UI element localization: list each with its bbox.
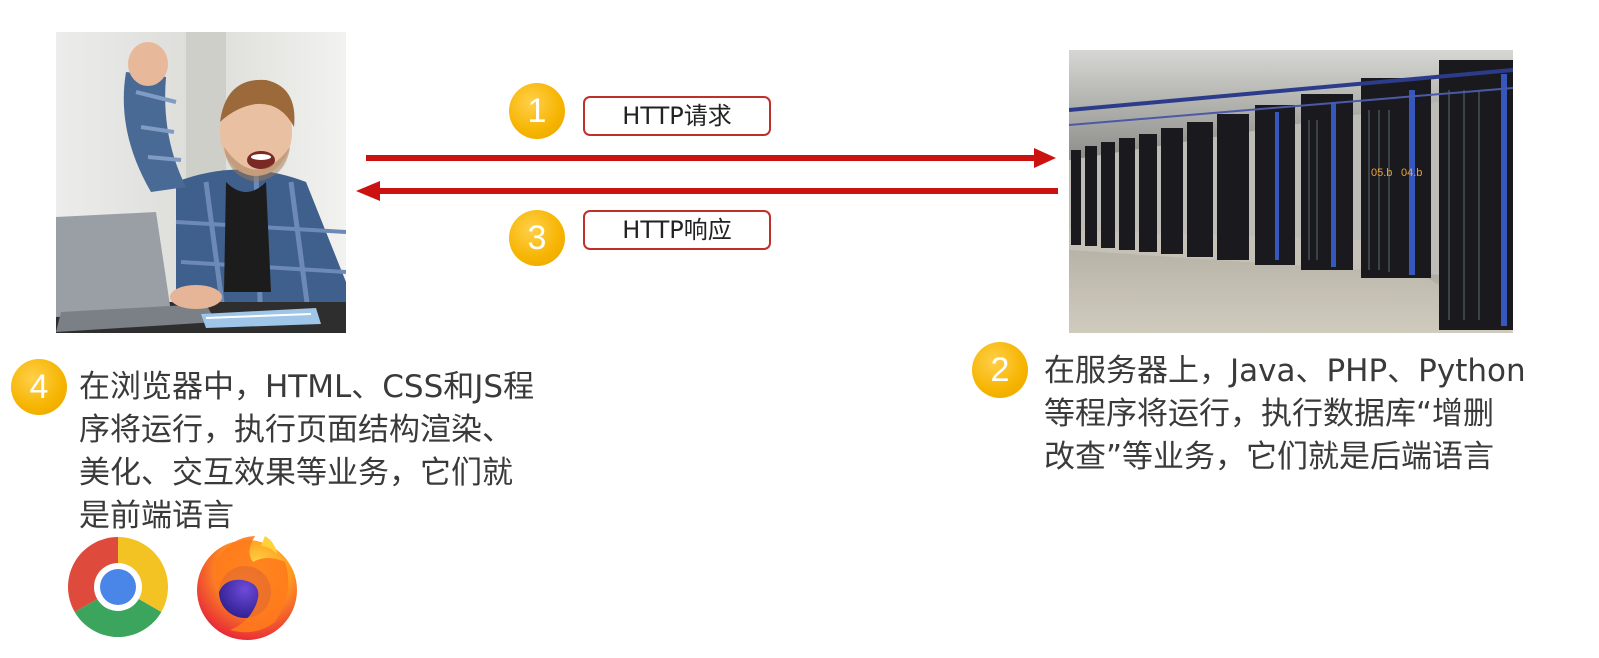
rack-label-05b: 05.b — [1371, 167, 1392, 179]
step-1-badge: 1 — [509, 83, 565, 139]
http-arrows — [356, 148, 1058, 201]
user-photo-illustration — [56, 32, 346, 333]
firefox-icon-graphic — [197, 536, 297, 640]
user-photo — [56, 32, 346, 333]
server-photo-illustration: 05.b 04.b — [1069, 50, 1513, 333]
rack-label-04b: 04.b — [1401, 167, 1422, 179]
step-2-badge: 2 — [972, 342, 1028, 398]
http-request-label: HTTP请求 — [583, 96, 771, 136]
browser-description: 在浏览器中，HTML、CSS和JS程 序将运行，执行页面结构渲染、 美化、交互效… — [79, 369, 535, 534]
response-arrowhead — [356, 181, 380, 201]
firefox-icon — [195, 532, 299, 642]
chrome-icon-graphic — [68, 537, 168, 637]
http-response-label: HTTP响应 — [583, 210, 771, 250]
server-photo: 05.b 04.b — [1069, 50, 1513, 333]
server-description: 在服务器上，Java、PHP、Python 等程序将运行，执行数据库“增删 改查… — [1044, 353, 1526, 475]
step-4-badge: 4 — [11, 359, 67, 415]
step-3-badge: 3 — [509, 210, 565, 266]
chrome-icon — [68, 537, 168, 637]
request-arrowhead — [1034, 148, 1056, 168]
